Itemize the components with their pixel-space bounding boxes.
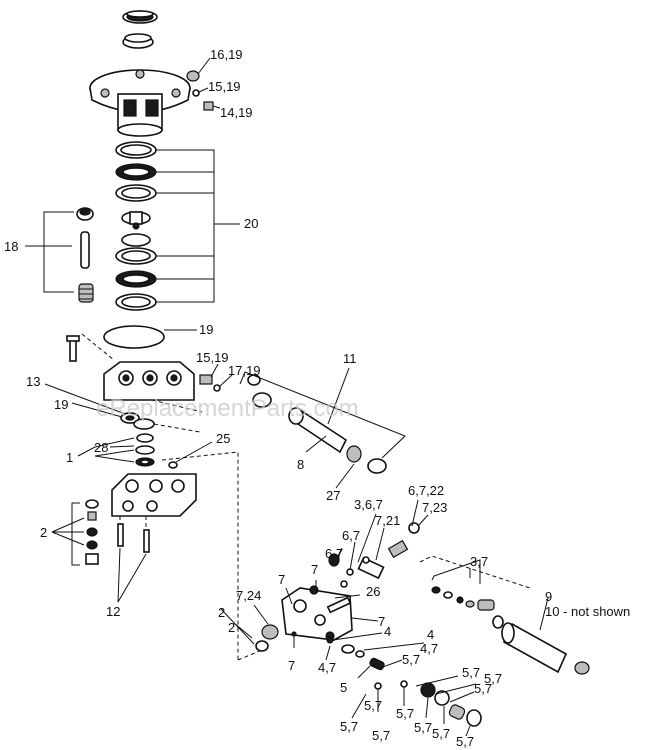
callout-15-19-top: 15,19: [208, 79, 241, 94]
top-seal-ring: [122, 10, 158, 24]
crankcase-block: [103, 361, 195, 401]
callout-5-7-i: 5,7: [414, 720, 432, 735]
watermark: eReplacementParts.com: [96, 395, 359, 422]
callout-4-b: 4: [427, 627, 434, 642]
callout-3-6-7: 3,6,7: [354, 497, 383, 512]
spring: [78, 283, 94, 303]
callout-5-7-e: 5,7: [340, 719, 358, 734]
valve-stack-2: [85, 499, 99, 565]
callout-5-7-a: 5,7: [402, 652, 420, 667]
callout-5: 5: [340, 680, 347, 695]
plug-17-19: [213, 384, 221, 392]
fitting-cluster: [328, 522, 420, 588]
large-o-ring: [103, 325, 165, 349]
hose-fitting-11: [247, 374, 387, 474]
callout-5-7-d: 5,7: [474, 681, 492, 696]
callout-11: 11: [343, 351, 357, 366]
pin-7: [291, 631, 297, 648]
plug-15-19-mid: [199, 374, 213, 385]
callout-27: 27: [326, 488, 340, 503]
callout-7-a: 7: [311, 562, 318, 577]
outlet-pipe-9: [492, 615, 590, 675]
piston-rod: [80, 231, 90, 269]
callout-25: 25: [216, 431, 230, 446]
callout-5-7-j: 5,7: [432, 726, 450, 741]
callout-19-o-ring: 19: [199, 322, 213, 337]
callout-5-7-g: 5,7: [396, 706, 414, 721]
callout-1: 1: [66, 450, 73, 465]
unloader-valve: [326, 596, 352, 614]
callout-12: 12: [106, 604, 120, 619]
check-valve-7-24: [255, 624, 279, 652]
manifold: [111, 473, 197, 517]
callout-4-7-b: 4,7: [318, 660, 336, 675]
plug-16-19: [186, 70, 200, 82]
callout-4-a: 4: [384, 624, 391, 639]
plug-14-19: [203, 101, 214, 111]
callout-5-7-f: 5,7: [364, 698, 382, 713]
callout-13: 13: [26, 374, 40, 389]
callout-7-24: 7,24: [236, 588, 261, 603]
callout-7-21: 7,21: [375, 513, 400, 528]
callout-6-7-a: 6,7: [342, 528, 360, 543]
callout-14-19: 14,19: [220, 105, 253, 120]
manifold-bolts: [117, 523, 150, 553]
bracket-parts-3-7: [431, 586, 495, 611]
callout-7-23: 7,23: [422, 500, 447, 515]
seal-stack: [115, 141, 157, 311]
callout-6-7-b: 6,7: [325, 546, 343, 561]
callout-2-left: 2: [40, 525, 47, 540]
callout-3-7: 3,7: [470, 554, 488, 569]
callout-9: 9: [545, 589, 552, 604]
callout-28: 28: [94, 440, 108, 455]
callout-5-7-h: 5,7: [372, 728, 390, 743]
plug-15-19-top: [192, 89, 200, 97]
o-ring-25: [168, 461, 178, 469]
washer-19: [120, 412, 140, 424]
callout-7-d: 7: [288, 658, 295, 673]
callout-7-b: 7: [278, 572, 285, 587]
discharge-manifold: [281, 585, 353, 641]
check-spring-5: [369, 657, 482, 727]
callout-16-19: 16,19: [210, 47, 243, 62]
callout-18: 18: [4, 239, 18, 254]
callout-8: 8: [297, 457, 304, 472]
housing-bolt: [66, 335, 80, 362]
callout-10-not-shown: 10 - not shown: [545, 604, 630, 619]
callout-20: 20: [244, 216, 258, 231]
callout-17-19: 17,19: [228, 363, 261, 378]
seal-set-1: [135, 433, 155, 467]
callout-5-7-c: 5,7: [484, 671, 502, 686]
callout-19-left: 19: [54, 397, 68, 412]
callout-26: 26: [366, 584, 380, 599]
callout-2-a: 2: [218, 605, 225, 620]
top-cap-ring: [122, 33, 154, 49]
callout-2-b: 2: [228, 620, 235, 635]
callout-4-7-a: 4,7: [420, 641, 438, 656]
valve-seat-4: [326, 636, 365, 658]
callout-5-7-k: 5,7: [456, 734, 474, 749]
crankcase-housing: [89, 69, 191, 137]
callout-15-19-mid: 15,19: [196, 350, 229, 365]
callout-6-7-22: 6,7,22: [408, 483, 444, 498]
valve-cap: [76, 207, 94, 221]
callout-5-7-b: 5,7: [462, 665, 480, 680]
callout-7-c: 7: [378, 614, 385, 629]
